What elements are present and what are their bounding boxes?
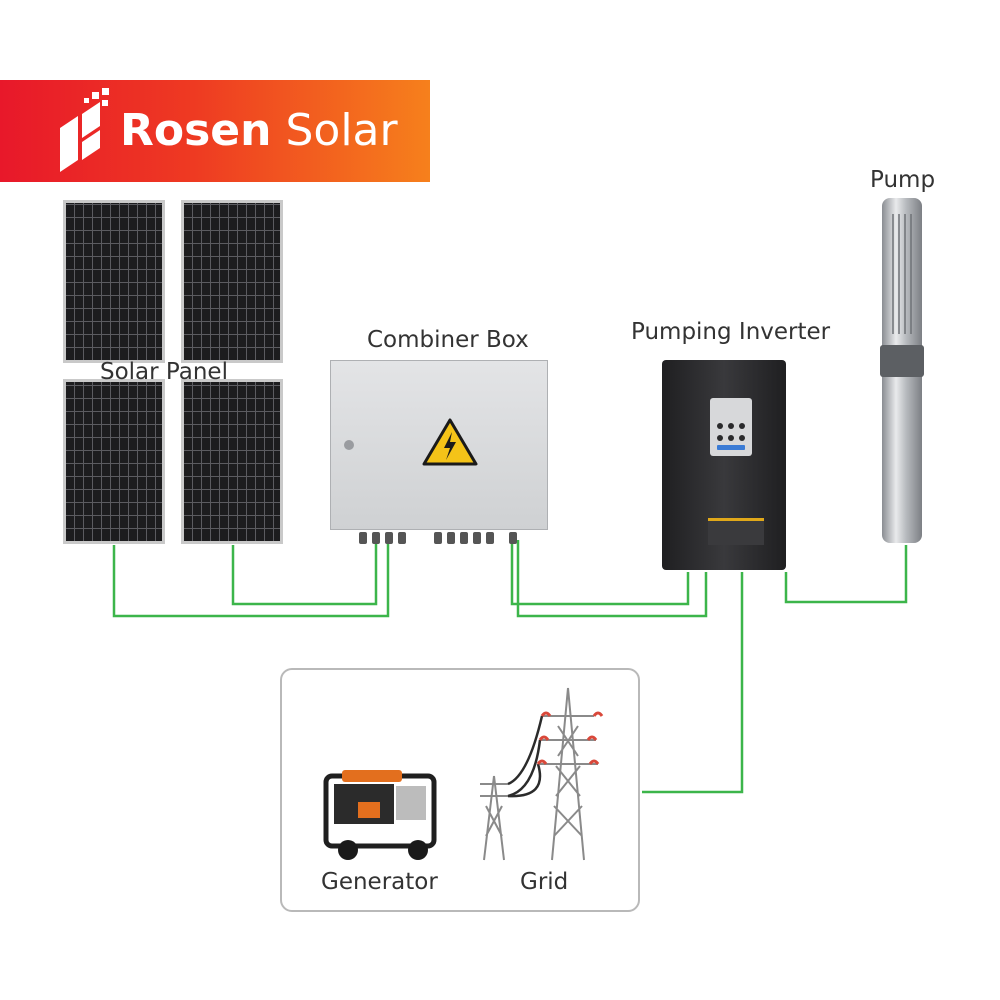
brand-name-light: Solar [285,105,398,156]
solar-panel-2 [181,200,283,363]
grid-label: Grid [520,869,569,895]
combiner-glands [359,532,517,544]
brand-logo-icon [60,88,109,172]
inverter-keypad-buttons [717,423,745,450]
solar-panel-3 [63,379,165,544]
pump-label: Pump [870,167,936,193]
generator-label: Generator [321,869,438,895]
brand-name-bold: Rosen [120,105,272,156]
pump-intake-grill [892,214,912,334]
solar-panel-4 [181,379,283,544]
pumping-inverter-label: Pumping Inverter [631,319,831,345]
combiner-box [330,360,548,530]
high-voltage-warning-icon [422,418,478,466]
solar-panel-label: Solar Panel [100,359,228,385]
pump-coupling [880,345,924,377]
inverter-warning-label [708,518,764,545]
combiner-lock [344,440,354,450]
generator-icon [323,770,437,860]
combiner-box-label: Combiner Box [367,327,529,353]
brand-name: Rosen Solar [120,103,398,159]
solar-panel-1 [63,200,165,363]
power-tower-icon [480,687,604,861]
